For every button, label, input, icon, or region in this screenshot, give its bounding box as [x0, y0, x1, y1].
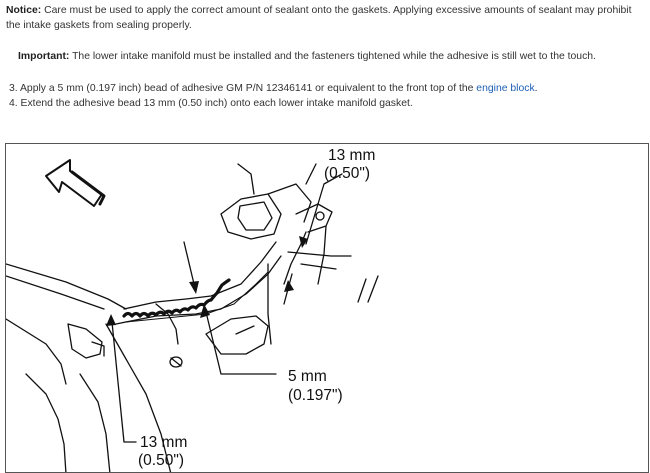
- engine-block-link[interactable]: engine block: [476, 83, 535, 94]
- diagram-drawing: 13 mm (0.50") 5 mm (0.197") 13 mm (0.50"…: [6, 147, 379, 472]
- important-paragraph: Important: The lower intake manifold mus…: [18, 49, 644, 64]
- step-4: 4. Extend the adhesive bead 13 mm (0.50 …: [9, 96, 538, 111]
- label-mid-mm: 5 mm: [288, 368, 327, 385]
- front-direction-arrow: [45, 159, 103, 207]
- important-label: Important:: [18, 51, 70, 62]
- label-bottom-in: (0.50"): [138, 452, 184, 469]
- step-text-end: .: [534, 83, 538, 94]
- label-bottom-mm: 13 mm: [140, 434, 187, 451]
- notice-paragraph: Notice: Care must be used to apply the c…: [6, 3, 642, 33]
- step-number: 4.: [9, 98, 18, 109]
- step-3: 3. Apply a 5 mm (0.197 inch) bead of adh…: [9, 81, 538, 96]
- sealant-diagram: 13 mm (0.50") 5 mm (0.197") 13 mm (0.50"…: [5, 143, 649, 473]
- important-text: The lower intake manifold must be instal…: [69, 51, 596, 62]
- step-number: 3.: [9, 83, 18, 94]
- label-top-mm: 13 mm: [328, 147, 375, 164]
- notice-text: Care must be used to apply the correct a…: [6, 5, 632, 31]
- notice-label: Notice:: [6, 5, 42, 16]
- step-list: 3. Apply a 5 mm (0.197 inch) bead of adh…: [9, 81, 538, 111]
- adhesive-bead: [122, 278, 231, 318]
- step-text: Extend the adhesive bead 13 mm (0.50 inc…: [17, 98, 413, 109]
- step-text: Apply a 5 mm (0.197 inch) bead of adhesi…: [17, 83, 477, 94]
- label-mid-in: (0.197"): [288, 387, 343, 404]
- label-top-in: (0.50"): [324, 165, 370, 182]
